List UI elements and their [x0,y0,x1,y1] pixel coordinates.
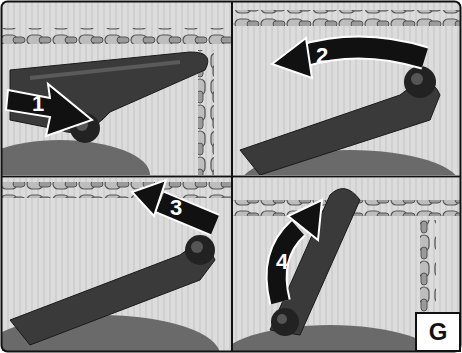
figure-letter-box: G [415,312,461,352]
callout-number: 4 [276,251,288,273]
panel [2,178,231,351]
callout-number: 3 [170,197,182,219]
figure-letter: G [429,320,448,344]
motion-arrows [6,38,425,302]
panel [233,178,460,351]
callout-number: 2 [316,45,328,67]
callout-number: 1 [32,93,44,115]
panel [233,2,460,175]
panel [2,2,231,175]
